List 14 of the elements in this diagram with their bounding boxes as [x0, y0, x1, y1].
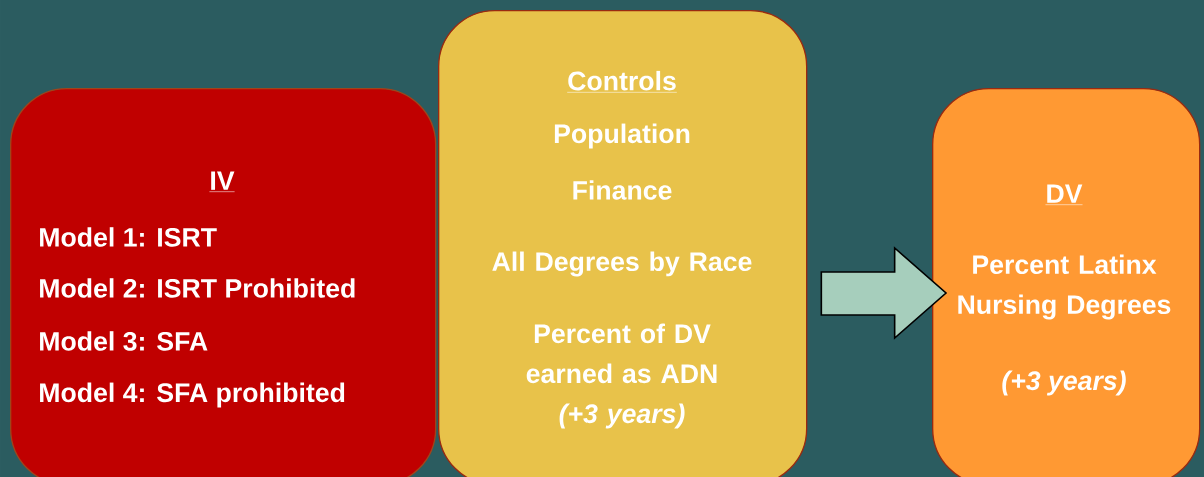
variable-text: Percent of DV earned as ADN (+3 years): [526, 323, 717, 429]
time-note: (+3 years): [1002, 370, 1126, 396]
heading: IV: [209, 171, 235, 192]
variable-text: Percent Latinx Nursing Degrees: [958, 254, 1171, 320]
heading: DV: [1045, 184, 1083, 205]
variable-text: Model 4: SFA prohibited: [40, 382, 345, 408]
variable-text: All Degrees by Race: [492, 251, 752, 277]
variable-text: Model 1: ISRT: [40, 227, 217, 247]
heading: Controls: [566, 70, 678, 93]
variable-text: Population: [554, 123, 690, 149]
variable-text: Model 2: ISRT Prohibited: [40, 278, 355, 298]
variable-text: Model 3: SFA: [40, 331, 208, 351]
variable-text: Finance: [573, 180, 672, 200]
block-arrow: [820, 246, 948, 340]
